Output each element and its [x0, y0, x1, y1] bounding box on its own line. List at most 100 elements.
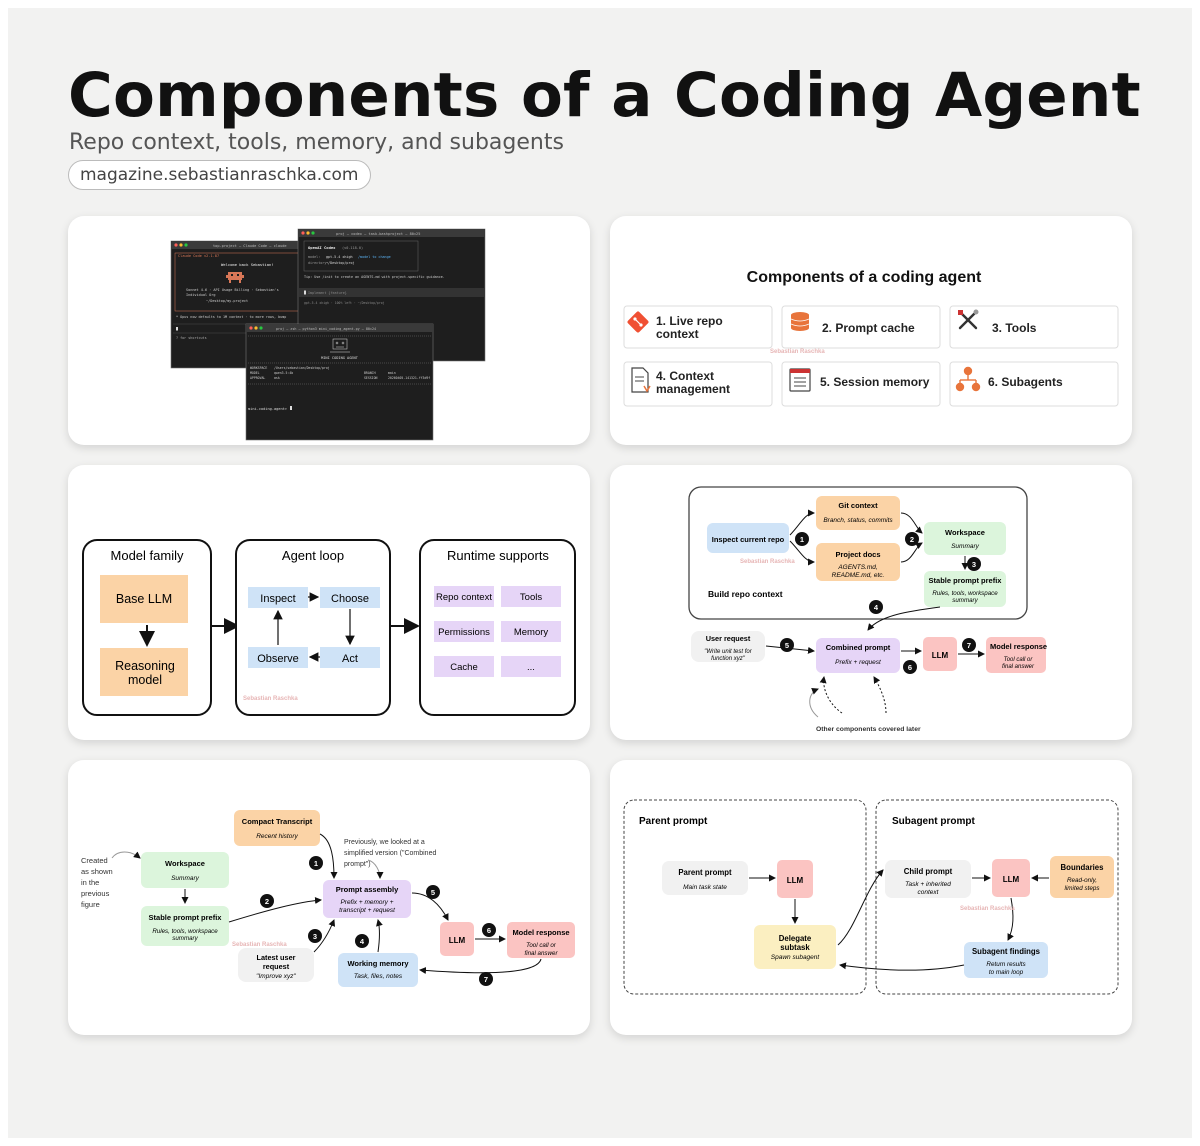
- node-title: Project docs: [835, 550, 880, 559]
- value: main: [388, 371, 396, 375]
- runtime-item-label: Permissions: [438, 627, 490, 638]
- stable-prefix-node[interactable]: [141, 906, 229, 946]
- llm-node[interactable]: [440, 922, 474, 956]
- act-node[interactable]: [320, 647, 380, 668]
- close-dot-icon[interactable]: [174, 243, 178, 247]
- llm-node[interactable]: [777, 860, 813, 898]
- observe-node[interactable]: [248, 647, 308, 668]
- node-title: Boundaries: [1061, 863, 1105, 872]
- node-sub: Recent history: [256, 833, 298, 840]
- boundaries-node[interactable]: [1050, 856, 1114, 898]
- reasoning-model-node[interactable]: [100, 648, 188, 696]
- runtime-item[interactable]: [434, 656, 494, 677]
- prompt-assembly-node[interactable]: [323, 880, 411, 918]
- choose-node[interactable]: [320, 587, 380, 608]
- stable-prefix-node[interactable]: [924, 571, 1006, 607]
- step-number: 6: [908, 663, 912, 672]
- step-badge: [479, 972, 493, 986]
- minimize-dot-icon[interactable]: [306, 231, 310, 235]
- parent-prompt-node[interactable]: [662, 861, 748, 895]
- panel-terminals: top-project — Claude Code — claude Claud…: [68, 216, 590, 445]
- input-placeholder: Implement {feature}: [308, 291, 347, 295]
- latest-request-node[interactable]: [238, 948, 314, 982]
- project-docs-node[interactable]: [816, 543, 900, 581]
- runtime-item-label: Memory: [514, 627, 549, 638]
- component-card-prompt-cache[interactable]: 2. Prompt cache: [781, 305, 941, 349]
- source-url[interactable]: magazine.sebastianraschka.com: [68, 160, 371, 190]
- minimize-dot-icon[interactable]: [179, 243, 183, 247]
- combined-prompt-node[interactable]: [816, 638, 900, 673]
- node-label: Base LLM: [116, 592, 172, 606]
- component-label: 6. Subagents: [988, 375, 1063, 389]
- step-badge: [482, 923, 496, 937]
- hierarchy-icon: [955, 366, 981, 392]
- shell-prompt[interactable]: mini-coding-agent>: [248, 407, 288, 411]
- node-sub: Read-only,limited steps: [1065, 877, 1101, 892]
- model-response-node[interactable]: [986, 637, 1046, 673]
- step-number: 7: [484, 975, 488, 984]
- runtime-item[interactable]: [434, 621, 494, 642]
- llm-node[interactable]: [923, 637, 957, 671]
- model-response-node[interactable]: [507, 922, 575, 958]
- terminal-mini-agent[interactable]: proj — zsh — python3 mini_coding_agent.p…: [245, 323, 434, 441]
- value: /Users/sebastian/Desktop/proj: [274, 366, 330, 370]
- node-sub: Spawn subagent: [771, 954, 821, 961]
- label: APPROVAL: [250, 376, 265, 380]
- notepad-icon: [789, 368, 811, 392]
- maximize-dot-icon[interactable]: [311, 231, 315, 235]
- box-title: Runtime supports: [447, 548, 549, 563]
- hint: /model to change: [358, 255, 391, 259]
- runtime-item[interactable]: [501, 586, 561, 607]
- note-text: Other components covered later: [816, 726, 921, 733]
- compact-transcript-node[interactable]: [234, 810, 320, 846]
- parent-frame: [623, 799, 867, 995]
- runtime-item[interactable]: [501, 621, 561, 642]
- inspect-node[interactable]: [248, 587, 308, 608]
- close-dot-icon[interactable]: [249, 326, 253, 330]
- subagent-llm-node[interactable]: [992, 859, 1030, 897]
- user-request-node[interactable]: [691, 631, 765, 662]
- base-llm-node[interactable]: [100, 575, 188, 623]
- node-sub: Prefix + request: [835, 659, 882, 666]
- cursor: [176, 327, 178, 331]
- shortcuts-hint: ? for shortcuts: [176, 336, 207, 340]
- page-title: Components of a Coding Agent: [68, 60, 1141, 131]
- subagent-findings-node[interactable]: [964, 942, 1048, 978]
- minimize-dot-icon[interactable]: [254, 326, 258, 330]
- git-context-node[interactable]: [816, 496, 900, 530]
- step-badge: [967, 557, 981, 571]
- value: ask: [274, 376, 280, 380]
- working-memory-node[interactable]: [338, 953, 418, 987]
- delegate-subtask-node[interactable]: [754, 925, 836, 969]
- step-badge: [795, 532, 809, 546]
- panel-subagents: Parent prompt Subagent prompt Parent pro…: [610, 760, 1132, 1035]
- runtime-item[interactable]: [434, 586, 494, 607]
- workspace-node[interactable]: [924, 522, 1006, 555]
- node-title: Working memory: [347, 959, 409, 968]
- node-title: Stable prompt prefix: [929, 576, 1003, 585]
- component-card-tools[interactable]: 3. Tools: [949, 305, 1119, 349]
- step-badge: [426, 885, 440, 899]
- inspect-repo-node[interactable]: [707, 523, 789, 553]
- component-card-subagents[interactable]: 6. Subagents: [949, 361, 1119, 407]
- step-number: 2: [910, 535, 914, 544]
- close-dot-icon[interactable]: [301, 231, 305, 235]
- maximize-dot-icon[interactable]: [184, 243, 188, 247]
- maximize-dot-icon[interactable]: [259, 326, 263, 330]
- node-title: User request: [706, 634, 751, 643]
- runtime-item[interactable]: [501, 656, 561, 677]
- welcome-text: Welcome back Sebastian!: [221, 262, 274, 267]
- runtime-item-label: Cache: [450, 662, 477, 673]
- workspace-node[interactable]: [141, 852, 229, 888]
- component-card-session-memory[interactable]: 5. Session memory: [781, 361, 941, 407]
- child-prompt-node[interactable]: [885, 860, 971, 898]
- codex-input[interactable]: [299, 288, 484, 297]
